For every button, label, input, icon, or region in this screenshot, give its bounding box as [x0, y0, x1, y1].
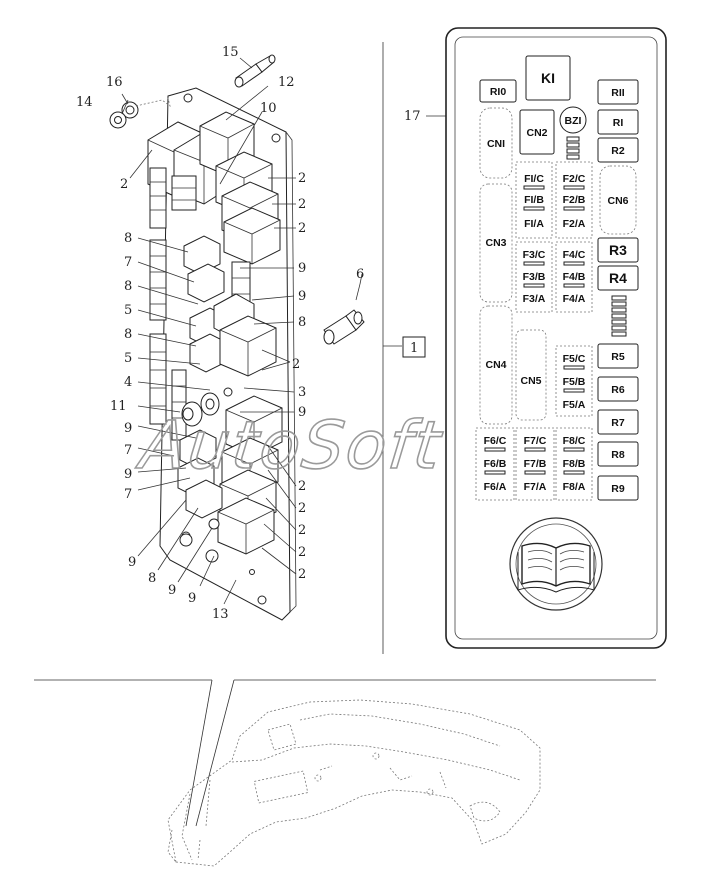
relay-R1: RI [613, 117, 624, 129]
relay-R3: R3 [609, 242, 627, 258]
callout-8-e: 8 [298, 315, 306, 330]
relay-R4: R4 [609, 270, 627, 286]
fuse-F6A: F6/A [484, 481, 507, 493]
callout-16: 16 [106, 75, 123, 90]
callout-13: 13 [212, 607, 229, 622]
relay-K1: KI [541, 70, 555, 86]
fuse-F8B: F8/B [563, 458, 586, 470]
relay-R11: RII [611, 87, 625, 99]
fuse-F2C: F2/C [563, 173, 586, 185]
connector-CN3: CN3 [485, 237, 506, 249]
fuse-F4A: F4/A [563, 293, 586, 305]
connector-CN4: CN4 [485, 359, 506, 371]
callout-7-c: 7 [124, 487, 132, 502]
callout-2-h: 2 [298, 523, 306, 538]
fuse-F4B: F4/B [563, 271, 586, 283]
fuse-F3B: F3/B [523, 271, 546, 283]
callout-numbers: 15 16 14 12 10 2 2 2 2 8 7 8 5 8 5 4 11 … [76, 45, 364, 622]
stud-bolt [234, 54, 276, 88]
connector-CN6: CN6 [607, 195, 628, 207]
fuse-box-cover: RI0 KI RII CNI CN2 BZI RI R2 FI/C FI/B F… [445, 27, 667, 649]
callout-10: 10 [260, 101, 277, 116]
callout-8-b: 8 [124, 279, 132, 294]
connector-CN5: CN5 [520, 375, 541, 387]
callout-1-box: 1 [410, 341, 418, 356]
relay-R9: R9 [611, 483, 625, 495]
callout-2-a: 2 [120, 177, 128, 192]
fuse-F5C: F5/C [563, 353, 586, 365]
open-book-icon [509, 517, 603, 611]
fuse-F2A: F2/A [563, 218, 586, 230]
fuse-F1B: FI/B [524, 194, 544, 206]
spacer-bolt [323, 283, 365, 345]
callout-2-e: 2 [292, 357, 300, 372]
callout-8-d: 8 [148, 571, 156, 586]
diode-strip [611, 295, 627, 337]
fuse-F1C: FI/C [524, 173, 544, 185]
fuse-F5B: F5/B [563, 376, 586, 388]
callout-5-b: 5 [124, 351, 132, 366]
callout-9-a: 9 [124, 421, 132, 436]
callout-2-f: 2 [298, 479, 306, 494]
callout-4: 4 [124, 375, 132, 390]
vehicle-location-view [34, 679, 656, 867]
relay-R5: R5 [611, 351, 625, 363]
callout-2-i: 2 [298, 545, 306, 560]
callout-12: 12 [278, 75, 295, 90]
fuse-F6C: F6/C [484, 435, 507, 447]
connector-CN1: CNI [487, 138, 505, 150]
fuse-F2B: F2/B [563, 194, 586, 206]
callout-9-g: 9 [298, 289, 306, 304]
callout-9-h: 9 [298, 405, 306, 420]
fuse-F4C: F4/C [563, 249, 586, 261]
callout-7-b: 7 [124, 443, 132, 458]
fuse-F7A: F7/A [524, 481, 547, 493]
callout-2-b: 2 [298, 171, 306, 186]
callout-15: 15 [222, 45, 239, 60]
autosoft-watermark: AutoSoft [133, 407, 446, 484]
fuse-F3C: F3/C [523, 249, 546, 261]
fuse-F8A: F8/A [563, 481, 586, 493]
callout-2-c: 2 [298, 197, 306, 212]
callout-2-j: 2 [298, 567, 306, 582]
callout-11: 11 [110, 399, 127, 414]
callout-2-d: 2 [298, 221, 306, 236]
callout-8-a: 8 [124, 231, 132, 246]
callout-9-f: 9 [298, 261, 306, 276]
relay-R6: R6 [611, 384, 625, 396]
callout-5-a: 5 [124, 303, 132, 318]
fuse-F3A: F3/A [523, 293, 546, 305]
relay-board [147, 87, 297, 621]
divider-with-ref: 1 17 [382, 42, 446, 654]
relay-R10: RI0 [490, 86, 507, 98]
callout-9-b: 9 [124, 467, 132, 482]
callout-2-g: 2 [298, 501, 306, 516]
callout-9-e: 9 [188, 591, 196, 606]
buzzer-BZ1: BZI [565, 115, 582, 127]
relay-R7: R7 [611, 417, 625, 429]
relay-R8: R8 [611, 449, 625, 461]
callout-17: 17 [404, 109, 421, 124]
leader-lines [121, 57, 363, 605]
fuse-F5A: F5/A [563, 399, 586, 411]
callout-14: 14 [76, 95, 93, 110]
fuse-F1A: FI/A [524, 218, 544, 230]
fuse-F6B: F6/B [484, 458, 507, 470]
connector-CN2: CN2 [526, 127, 547, 139]
fuse-F7C: F7/C [524, 435, 547, 447]
callout-3: 3 [298, 385, 306, 400]
callout-9-c: 9 [128, 555, 136, 570]
callout-8-c: 8 [124, 327, 132, 342]
washer-and-nut [109, 97, 171, 129]
callout-9-d: 9 [168, 583, 176, 598]
callout-7-a: 7 [124, 255, 132, 270]
relay-R2: R2 [611, 145, 625, 157]
fuse-F7B: F7/B [524, 458, 547, 470]
fuse-F8C: F8/C [563, 435, 586, 447]
callout-6: 6 [356, 267, 364, 282]
